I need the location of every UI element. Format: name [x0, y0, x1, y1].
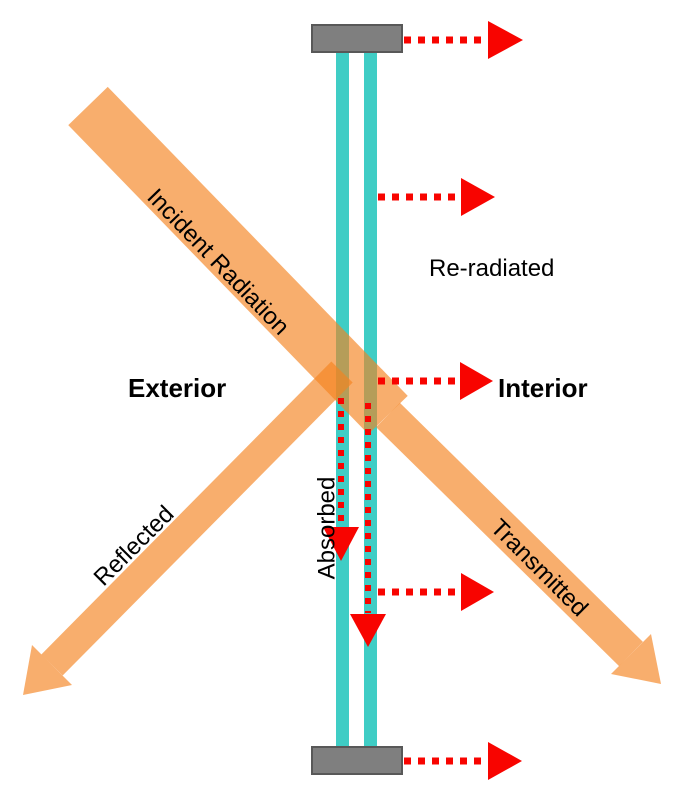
reradiated-arrow-lower-head-icon — [461, 573, 494, 611]
transmitted-arrowhead-icon — [611, 634, 661, 684]
absorbed-arrows — [323, 398, 386, 647]
window-frame-bottom — [311, 746, 403, 775]
interior-label: Interior — [498, 373, 588, 403]
reflected-arrowhead-icon — [23, 645, 72, 695]
absorbed-label: Absorbed — [314, 477, 341, 580]
incident-beam — [68, 86, 408, 435]
absorbed-arrow-left-head-icon — [323, 527, 359, 561]
window-frame-top — [311, 24, 403, 53]
reflected-beam — [41, 361, 353, 676]
reradiated-arrow-top-head-icon — [488, 21, 523, 59]
reradiated-arrow-upper-head-icon — [461, 178, 495, 216]
absorbed-arrow-right-head-icon — [350, 614, 386, 647]
re-radiated-arrows — [378, 21, 523, 780]
re-radiated-label: Re-radiated — [429, 255, 554, 282]
reradiated-arrow-middle-head-icon — [460, 362, 493, 400]
transmitted-label: Transmitted — [485, 514, 593, 622]
transmitted-beam — [376, 402, 643, 667]
radiation-beams — [23, 86, 661, 695]
reradiated-arrow-bottom-head-icon — [488, 742, 522, 780]
exterior-label: Exterior — [128, 373, 226, 403]
